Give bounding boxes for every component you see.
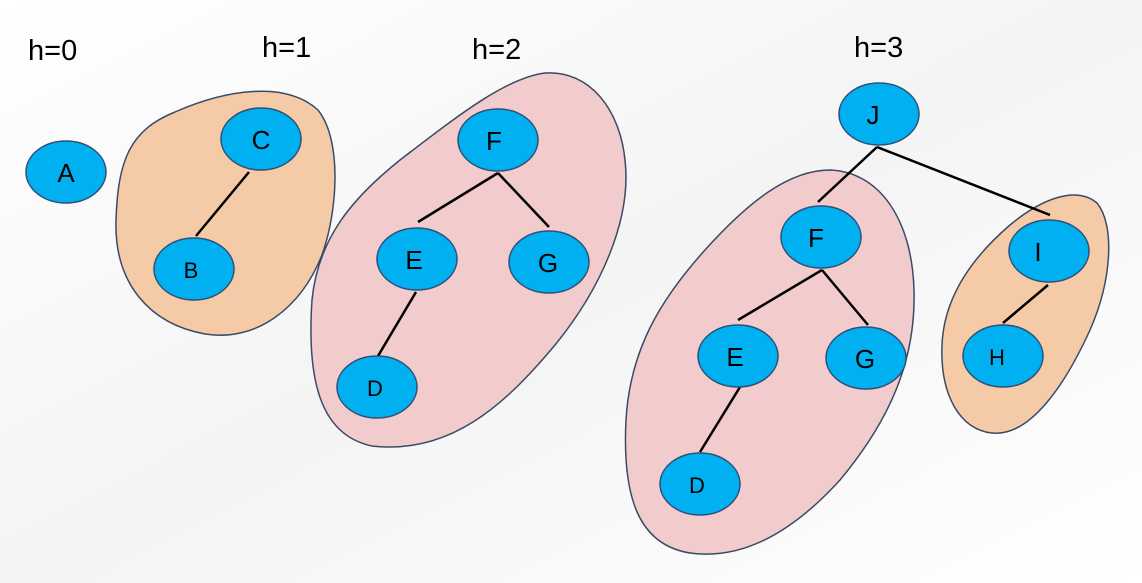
node-label-C-h1: C [252,125,271,155]
node-label-F-h3: F [808,223,824,253]
node-G-h3 [825,326,907,390]
node-D-h3 [659,452,741,516]
edge-J-F-h3 [817,146,878,203]
node-label-E-h3: E [726,342,743,372]
edge-F-G-h2 [497,172,550,228]
edge-E-D-h2 [376,291,418,357]
node-D-h2 [336,355,418,419]
tree-h3: J F E G D I H [624,82,1110,555]
node-label-F-h2: F [486,126,502,156]
node-A-h0 [25,140,107,204]
edge-I-H-h3 [1002,284,1049,324]
node-label-D-h3: D [689,473,705,498]
node-label-I-h3: I [1034,237,1041,267]
subtree-blob-h2 [310,72,627,448]
tree-h0: A [25,140,107,204]
node-label-J-h3: J [867,100,880,130]
height-label-h0: h=0 [28,35,77,67]
tree-h1: C B [115,90,336,336]
node-label-G-h2: G [538,248,558,278]
height-label-h3: h=3 [854,32,903,64]
node-C-h1 [220,107,302,171]
node-label-D-h2: D [367,376,383,401]
edge-C-B [195,171,250,237]
edge-F-G-h3 [821,269,869,326]
node-label-E-h2: E [405,245,422,275]
node-label-H-h3: H [989,345,1005,370]
node-J-h3 [838,82,920,146]
node-I-h3 [1008,219,1090,283]
height-label-h2: h=2 [472,34,521,66]
node-B-h1 [153,237,235,301]
node-label-G-h3: G [855,344,875,374]
edge-J-I-h3 [876,145,1051,217]
edge-F-E-h2 [417,171,499,224]
edge-F-E-h3 [737,268,823,322]
node-G-h2 [508,230,590,294]
node-label-B-h1: B [184,258,199,283]
node-F-h3 [780,205,862,269]
node-F-h2 [457,108,539,172]
node-H-h3 [962,324,1044,388]
height-label-h1: h=1 [262,32,311,64]
edge-E-D-h3 [698,386,742,453]
node-label-A-h0: A [57,158,75,188]
node-E-h2 [376,227,458,291]
node-E-h3 [697,324,779,388]
tree-h2: F E G D [310,72,627,448]
